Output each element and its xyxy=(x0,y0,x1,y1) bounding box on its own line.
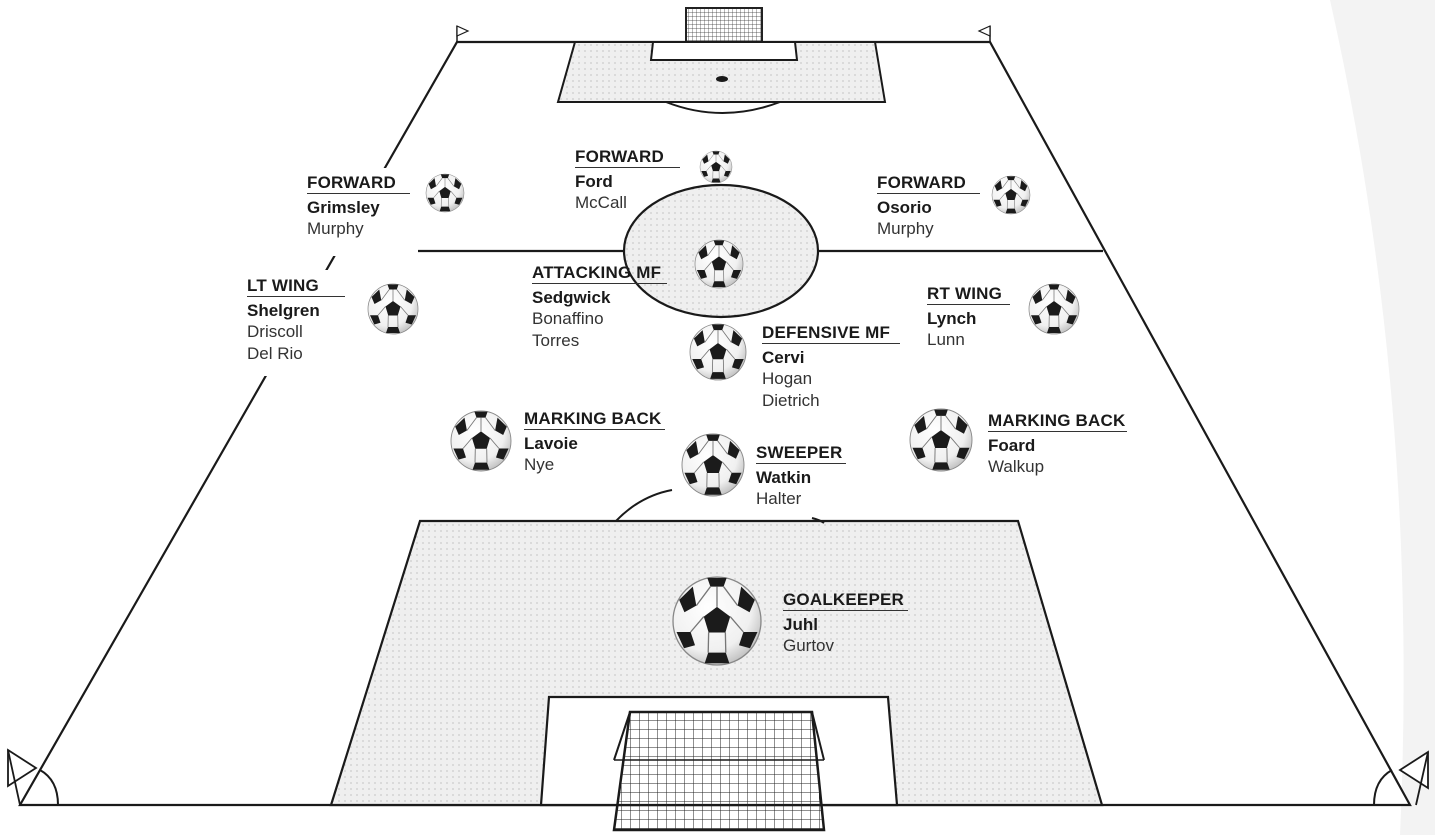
starter-name: Lavoie xyxy=(524,433,665,455)
ball-defensive-mf xyxy=(690,324,746,380)
position-goalkeeper: GOALKEEPER Juhl Gurtov xyxy=(783,590,908,657)
position-forward-center: FORWARD Ford McCall xyxy=(575,147,680,214)
substitute-name: Bonaffino xyxy=(532,308,667,330)
substitute-name: Torres xyxy=(532,330,667,352)
starter-name: Juhl xyxy=(783,614,908,636)
position-title: RT WING xyxy=(927,284,1010,305)
position-lt-wing: LT WING Shelgren Driscoll Del Rio xyxy=(247,276,345,365)
starter-name: Watkin xyxy=(756,467,846,489)
ball-forward-left xyxy=(426,174,464,212)
position-rt-wing: RT WING Lynch Lunn xyxy=(927,284,1010,351)
position-title: DEFENSIVE MF xyxy=(762,323,900,344)
starter-name: Osorio xyxy=(877,197,980,219)
corner-flag-top-right xyxy=(979,26,990,42)
position-title: ATTACKING MF xyxy=(532,263,667,284)
starter-name: Ford xyxy=(575,171,680,193)
position-title: MARKING BACK xyxy=(988,411,1127,432)
position-title: FORWARD xyxy=(307,173,410,194)
substitute-name: Gurtov xyxy=(783,635,908,657)
ball-goalkeeper xyxy=(673,577,761,665)
top-goal xyxy=(686,8,762,42)
position-forward-left: FORWARD Grimsley Murphy xyxy=(307,173,410,240)
position-defensive-mf: DEFENSIVE MF Cervi Hogan Dietrich xyxy=(762,323,900,412)
bottom-goal xyxy=(614,712,824,830)
substitute-name: Halter xyxy=(756,488,846,510)
starter-name: Foard xyxy=(988,435,1127,457)
ball-marking-back-left xyxy=(451,411,511,471)
starter-name: Sedgwick xyxy=(532,287,667,309)
substitute-name: Lunn xyxy=(927,329,1010,351)
ball-forward-center xyxy=(700,151,732,183)
corner-flag-top-left xyxy=(457,26,468,42)
position-title: FORWARD xyxy=(877,173,980,194)
substitute-name: Walkup xyxy=(988,456,1127,478)
substitute-name: Murphy xyxy=(877,218,980,240)
substitute-name: Dietrich xyxy=(762,390,900,412)
position-marking-back-right: MARKING BACK Foard Walkup xyxy=(988,411,1127,478)
position-title: MARKING BACK xyxy=(524,409,665,430)
substitute-name: Murphy xyxy=(307,218,410,240)
position-title: GOALKEEPER xyxy=(783,590,908,611)
ball-sweeper xyxy=(682,434,744,496)
substitute-name: Hogan xyxy=(762,368,900,390)
starter-name: Shelgren xyxy=(247,300,345,322)
starter-name: Cervi xyxy=(762,347,900,369)
ball-attacking-mf xyxy=(695,240,743,288)
substitute-name: Nye xyxy=(524,454,665,476)
position-forward-right: FORWARD Osorio Murphy xyxy=(877,173,980,240)
position-title: FORWARD xyxy=(575,147,680,168)
top-goal-box xyxy=(651,42,797,60)
ball-marking-back-right xyxy=(910,409,972,471)
substitute-name: Del Rio xyxy=(247,343,345,365)
substitute-name: McCall xyxy=(575,192,680,214)
ball-lt-wing xyxy=(368,284,418,334)
ball-forward-right xyxy=(992,176,1030,214)
position-sweeper: SWEEPER Watkin Halter xyxy=(756,443,846,510)
starter-name: Lynch xyxy=(927,308,1010,330)
ball-rt-wing xyxy=(1029,284,1079,334)
position-title: LT WING xyxy=(247,276,345,297)
position-attacking-mf: ATTACKING MF Sedgwick Bonaffino Torres xyxy=(532,263,667,352)
substitute-name: Driscoll xyxy=(247,321,345,343)
position-marking-back-left: MARKING BACK Lavoie Nye xyxy=(524,409,665,476)
starter-name: Grimsley xyxy=(307,197,410,219)
position-title: SWEEPER xyxy=(756,443,846,464)
